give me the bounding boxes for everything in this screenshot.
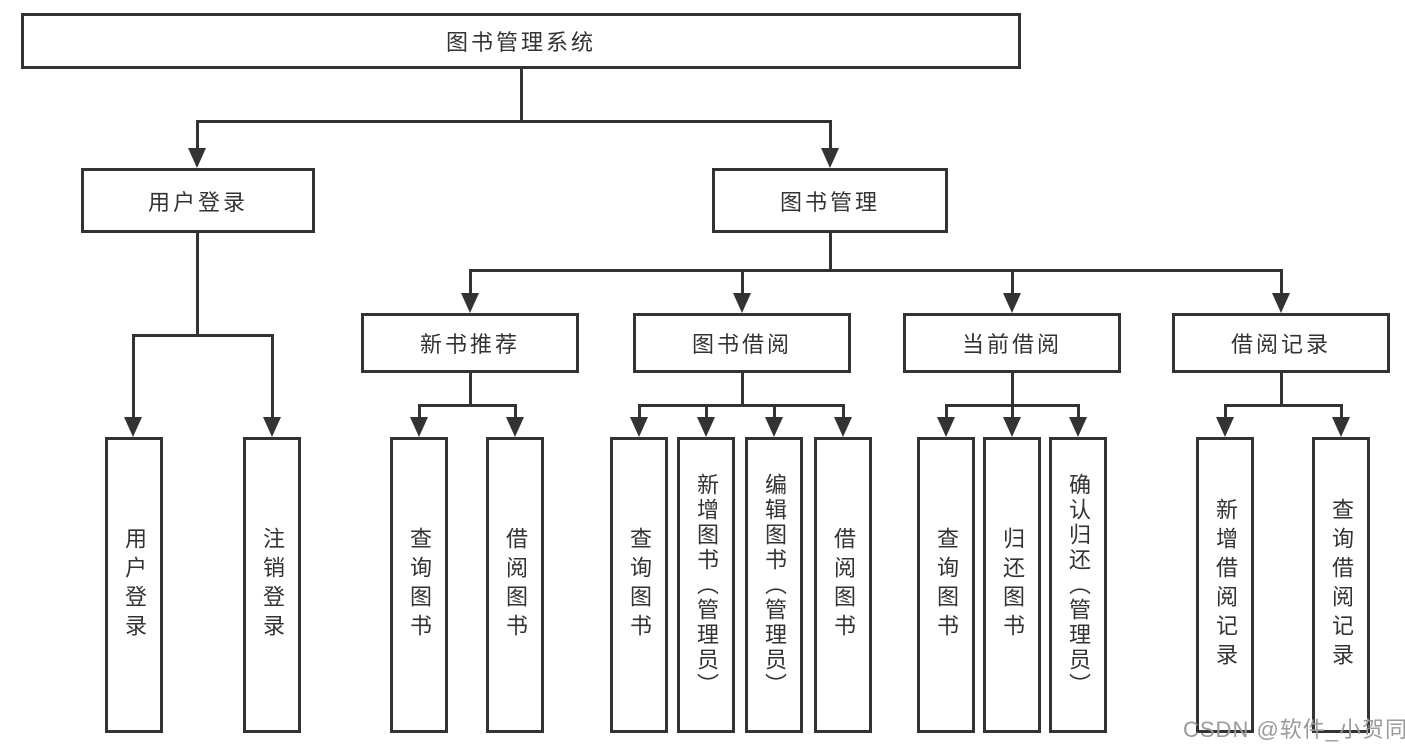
leaf-borrow-query-books: 查询图书	[610, 437, 668, 733]
arrowhead-down-icon	[1216, 417, 1234, 437]
node-label: 查询图书	[407, 527, 432, 643]
arrowhead-down-icon	[188, 148, 206, 168]
node-book-management: 图书管理	[712, 168, 948, 233]
connector-branch-current-borrow	[1011, 269, 1014, 297]
connector-branch-book-borrow	[741, 269, 744, 297]
node-label: 新书推荐	[419, 332, 520, 357]
connector-current-borrow-stem	[1011, 373, 1014, 407]
connector-branch-user-login	[196, 120, 199, 152]
node-label: 确认归还（管理员）	[1066, 472, 1091, 698]
connector-borrow-record-bar	[1224, 404, 1343, 407]
connector-branch-leaf-user-login	[132, 334, 135, 419]
node-label: 查询借阅记录	[1329, 498, 1354, 672]
node-borrow-record: 借阅记录	[1172, 313, 1390, 373]
node-label: 新增图书（管理员）	[694, 472, 719, 698]
leaf-newbook-query-books: 查询图书	[390, 437, 448, 733]
node-label: 归还图书	[1000, 527, 1025, 643]
connector-branch-book-management	[829, 120, 832, 152]
node-label: 图书管理	[779, 189, 880, 215]
connector-new-book-stem	[469, 373, 472, 407]
arrowhead-down-icon	[1069, 417, 1087, 437]
leaf-borrow-edit-books-admin: 编辑图书（管理员）	[745, 437, 803, 733]
leaf-current-return-books: 归还图书	[983, 437, 1041, 733]
arrowhead-down-icon	[765, 417, 783, 437]
node-label: 注销登录	[260, 527, 285, 643]
leaf-record-query-borrow-record: 查询借阅记录	[1312, 437, 1370, 733]
arrowhead-down-icon	[697, 417, 715, 437]
connector-branch-leaf	[945, 404, 948, 419]
connector-branch-leaf	[638, 404, 641, 419]
connector-new-book-bar	[418, 404, 517, 407]
connector-branch-leaf	[418, 404, 421, 419]
node-label: 借阅记录	[1230, 332, 1331, 357]
leaf-borrow-add-books-admin: 新增图书（管理员）	[677, 437, 735, 733]
arrowhead-down-icon	[630, 417, 648, 437]
node-label: 查询图书	[934, 527, 959, 643]
arrowhead-down-icon	[461, 293, 479, 313]
arrowhead-down-icon	[1003, 417, 1021, 437]
connector-branch-leaf	[1077, 404, 1080, 419]
connector-book-mgmt-stem	[829, 233, 832, 272]
node-current-borrow: 当前借阅	[903, 313, 1121, 373]
node-label: 用户登录	[147, 189, 248, 215]
connector-branch-leaf-logout	[271, 334, 274, 419]
leaf-record-add-borrow-record: 新增借阅记录	[1196, 437, 1254, 733]
leaf-logout: 注销登录	[243, 437, 301, 733]
arrowhead-down-icon	[821, 148, 839, 168]
leaf-user-login: 用户登录	[105, 437, 163, 733]
arrowhead-down-icon	[506, 417, 524, 437]
arrowhead-down-icon	[124, 417, 142, 437]
connector-branch-new-book	[469, 269, 472, 297]
connector-branch-leaf	[514, 404, 517, 419]
connector-borrow-record-stem	[1280, 373, 1283, 407]
node-label: 编辑图书（管理员）	[762, 472, 787, 698]
node-book-borrow: 图书借阅	[633, 313, 851, 373]
node-label: 新增借阅记录	[1213, 498, 1238, 672]
node-label: 借阅图书	[503, 527, 528, 643]
node-label: 查询图书	[627, 527, 652, 643]
arrowhead-down-icon	[410, 417, 428, 437]
connector-book-mgmt-bar	[469, 269, 1283, 272]
node-label: 图书借阅	[691, 332, 792, 357]
leaf-current-confirm-return-admin: 确认归还（管理员）	[1049, 437, 1107, 733]
node-label: 用户登录	[122, 527, 147, 643]
leaf-borrow-borrow-books: 借阅图书	[814, 437, 872, 733]
arrowhead-down-icon	[1003, 293, 1021, 313]
leaf-newbook-borrow-books: 借阅图书	[486, 437, 544, 733]
connector-user-login-stem	[196, 233, 199, 337]
arrowhead-down-icon	[733, 293, 751, 313]
connector-branch-leaf	[842, 404, 845, 419]
arrowhead-down-icon	[834, 417, 852, 437]
connector-branch-leaf	[705, 404, 708, 419]
connector-branch-leaf	[1340, 404, 1343, 419]
node-user-login: 用户登录	[81, 168, 315, 233]
connector-book-borrow-bar	[638, 404, 845, 407]
arrowhead-down-icon	[937, 417, 955, 437]
connector-book-borrow-stem	[741, 373, 744, 407]
connector-branch-leaf	[773, 404, 776, 419]
connector-branch-borrow-record	[1280, 269, 1283, 297]
node-label: 借阅图书	[831, 527, 856, 643]
node-new-book-recommend: 新书推荐	[361, 313, 579, 373]
arrowhead-down-icon	[1272, 293, 1290, 313]
node-library-management-system: 图书管理系统	[21, 13, 1021, 69]
connector-user-login-bar	[132, 334, 274, 337]
csdn-watermark: CSDN @软件_小贺同学	[1183, 717, 1405, 742]
node-label: 图书管理系统	[445, 30, 596, 55]
connector-branch-leaf	[1224, 404, 1227, 419]
connector-branch-leaf	[1011, 404, 1014, 419]
arrowhead-down-icon	[263, 417, 281, 437]
connector-root-bar	[196, 120, 832, 123]
leaf-current-query-books: 查询图书	[917, 437, 975, 733]
arrowhead-down-icon	[1332, 417, 1350, 437]
connector-root-stem	[520, 69, 523, 123]
node-label: 当前借阅	[961, 332, 1062, 357]
